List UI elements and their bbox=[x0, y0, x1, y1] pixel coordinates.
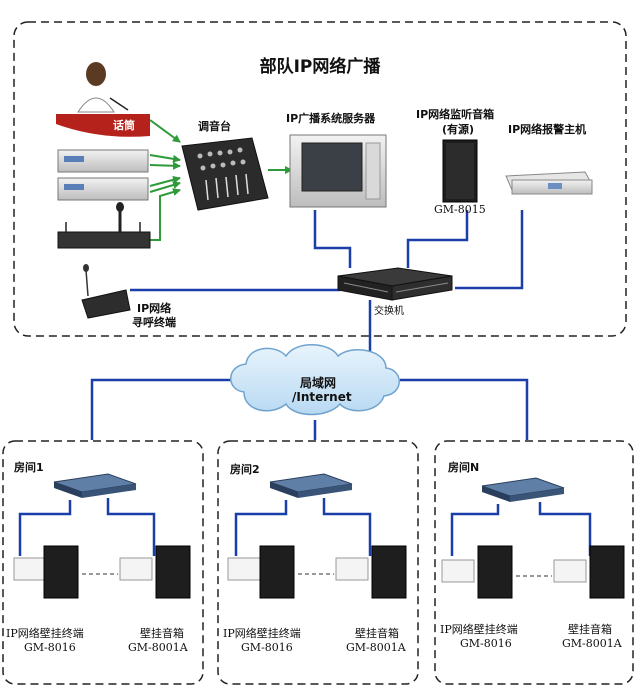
network-cloud-icon bbox=[230, 344, 400, 416]
rack-device-2-icon bbox=[57, 177, 149, 201]
room-n-speaker-label: 壁挂音箱 bbox=[568, 623, 612, 636]
room-n-speaker-model: GM-8001A bbox=[562, 637, 622, 650]
room-1-devices bbox=[13, 473, 191, 599]
room-2-devices bbox=[227, 473, 407, 599]
room-n-name: 房间N bbox=[448, 461, 480, 474]
wireless-mic-receiver-icon bbox=[57, 202, 151, 249]
main-switch-icon bbox=[337, 267, 453, 301]
room-1-name: 房间1 bbox=[14, 461, 44, 474]
mixer-label: 调音台 bbox=[198, 120, 231, 133]
microphone-podium-icon bbox=[56, 62, 150, 137]
mic-label: 话筒 bbox=[113, 119, 135, 132]
monitor-model: GM-8015 bbox=[434, 203, 486, 216]
paging-label-line1: IP网络 bbox=[137, 302, 172, 315]
room-n-box bbox=[434, 440, 634, 685]
room-n-terminal-label: IP网络壁挂终端 bbox=[440, 623, 518, 636]
network-label-line1: 局域网 bbox=[300, 376, 337, 390]
room-2-speaker-model: GM-8001A bbox=[346, 641, 406, 654]
network-label-line2: /Internet bbox=[292, 390, 352, 404]
rack-device-1-icon bbox=[57, 149, 149, 173]
monitor-label: IP网络监听音箱 bbox=[416, 108, 495, 121]
room-n-devices bbox=[441, 477, 625, 599]
server-label: IP广播系统服务器 bbox=[286, 112, 376, 125]
alarm-host-icon bbox=[505, 171, 593, 195]
room-2-speaker-label: 壁挂音箱 bbox=[355, 627, 399, 640]
room-1-terminal-label: IP网络壁挂终端 bbox=[6, 627, 84, 640]
room-1-speaker-model: GM-8001A bbox=[128, 641, 188, 654]
top-group-box bbox=[13, 21, 627, 337]
alarm-label: IP网络报警主机 bbox=[508, 123, 587, 136]
top-network-lines bbox=[90, 210, 529, 440]
room-n-terminal-model: GM-8016 bbox=[460, 637, 512, 650]
room-1-terminal-model: GM-8016 bbox=[24, 641, 76, 654]
room-2-terminal-model: GM-8016 bbox=[241, 641, 293, 654]
mixer-icon bbox=[181, 137, 269, 211]
audio-source-arrows bbox=[149, 119, 293, 241]
room-2-name: 房间2 bbox=[230, 463, 260, 476]
switch-label: 交换机 bbox=[374, 306, 404, 317]
room-1-speaker-label: 壁挂音箱 bbox=[140, 627, 184, 640]
monitor-speaker-icon bbox=[442, 139, 478, 203]
paging-terminal-icon bbox=[81, 264, 131, 319]
monitor-sub-label: (有源) bbox=[442, 123, 475, 136]
room-2-terminal-label: IP网络壁挂终端 bbox=[223, 627, 301, 640]
server-icon bbox=[289, 134, 387, 208]
paging-label-line2: 寻呼终端 bbox=[132, 316, 176, 329]
room-2-box bbox=[217, 440, 419, 685]
diagram-title: 部队IP网络广播 bbox=[259, 57, 381, 77]
room-1-box bbox=[2, 440, 204, 685]
